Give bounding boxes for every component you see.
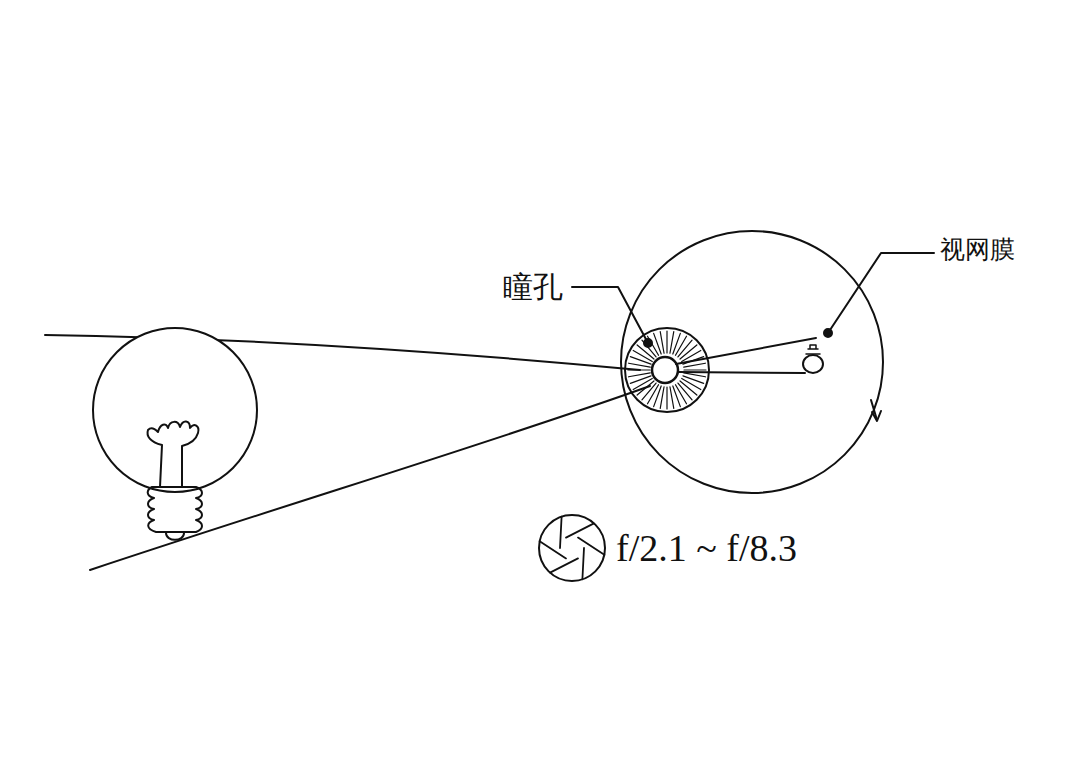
inner-ray xyxy=(676,338,816,364)
iris xyxy=(625,328,709,412)
iris-stroke xyxy=(629,363,651,367)
iris-stroke xyxy=(654,386,662,407)
iris-stroke xyxy=(660,332,664,354)
iris-stroke xyxy=(673,333,681,354)
iris-stroke xyxy=(629,373,651,377)
iris-stroke xyxy=(633,379,652,390)
bulb-base xyxy=(148,487,202,532)
aperture-blade xyxy=(540,541,566,558)
iris-stroke xyxy=(630,376,651,384)
iris-stroke xyxy=(676,385,687,404)
part-label: 瞳孔 xyxy=(503,270,563,303)
iris-stroke xyxy=(630,357,651,365)
iris-stroke xyxy=(660,387,664,409)
aperture-icon xyxy=(539,515,605,581)
iris-stroke xyxy=(628,369,650,370)
iris-stroke xyxy=(670,387,674,409)
bulb-filament xyxy=(148,421,199,487)
aperture-blade xyxy=(578,538,604,555)
bulb-glass xyxy=(93,328,257,492)
iris-stroke xyxy=(673,386,681,407)
eyeball-tick xyxy=(872,411,881,421)
inner-ray xyxy=(678,372,805,373)
part-label: 视网膜 xyxy=(940,236,1015,264)
aperture-range: f/2.1 ~ f/8.3 xyxy=(616,528,797,570)
aperture-blade xyxy=(560,517,562,548)
leader-line xyxy=(828,253,934,333)
iris-stroke xyxy=(666,331,667,353)
pupil xyxy=(652,357,678,383)
iris-stroke xyxy=(684,369,706,370)
iris-stroke xyxy=(666,387,667,409)
iris-stroke xyxy=(683,376,704,384)
retina-image xyxy=(806,345,820,354)
aperture-blade xyxy=(582,548,584,579)
iris-stroke xyxy=(684,363,706,367)
eyeball xyxy=(621,231,883,493)
iris-stroke xyxy=(684,373,706,377)
retina-image xyxy=(803,355,823,373)
iris-stroke xyxy=(670,332,674,354)
bulb-tip xyxy=(166,533,184,540)
leader-line xyxy=(572,287,648,343)
iris-stroke xyxy=(654,333,662,354)
aperture-blade xyxy=(566,523,594,537)
aperture-blade xyxy=(550,558,578,572)
